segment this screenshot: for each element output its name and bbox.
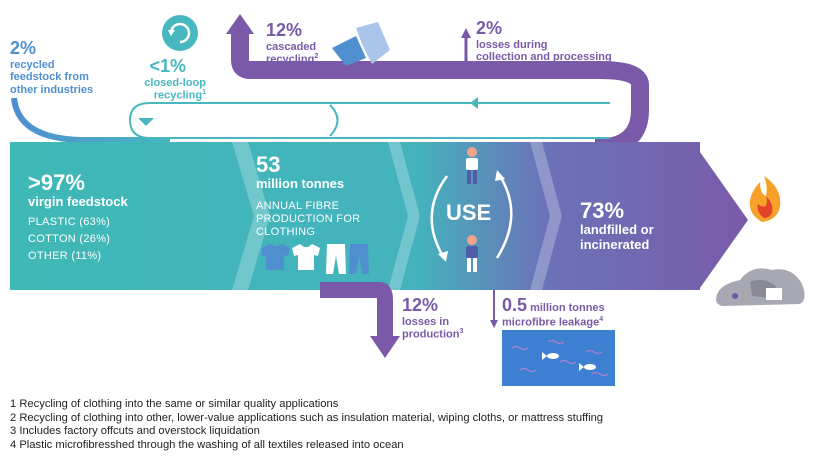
virgin-feedstock-block: >97% virgin feedstock PLASTIC (63%) COTT… [28,170,128,262]
footnotes: 1 Recycling of clothing into the same or… [10,398,603,452]
production-unit: million tonnes [256,177,360,192]
footnote: 4 Plastic microfibresshed through the wa… [10,439,603,453]
production-losses-value: 12% [402,295,463,316]
production-loss-arrow [320,290,385,338]
closed-loop-value: <1% [134,56,186,77]
closed-loop-outline [130,103,610,138]
closed-loop-label: <1% closed-loop recycling1 [134,56,196,103]
production-block: 53 million tonnes ANNUAL FIBRE PRODUCTIO… [256,152,360,238]
production-losses-label: 12% losses in production3 [402,295,463,342]
virgin-item: COTTON (26%) [28,233,128,246]
cascaded-arrowhead [226,14,254,34]
use-label: USE [446,200,491,225]
recycle-icon [162,15,198,51]
recycled-feedstock-value: 2% [10,38,93,59]
fire-icon [750,176,780,222]
virgin-item: PLASTIC (63%) [28,216,128,229]
cascaded-cloth-icon [332,22,390,66]
footnote: 2 Recycling of clothing into other, lowe… [10,412,603,426]
virgin-label: virgin feedstock [28,195,128,210]
virgin-value: >97% [28,170,128,195]
ocean-box [502,330,615,386]
collection-losses-label: 2% losses during collection and processi… [476,18,612,64]
production-value: 53 [256,152,360,177]
waste-pile-icon [716,268,805,306]
footnote: 3 Includes factory offcuts and overstock… [10,425,603,439]
microfibre-value: 0.5 [502,295,527,315]
collection-losses-value: 2% [476,18,612,39]
landfill-block: 73% landfilled or incinerated [580,198,654,253]
recycled-feedstock-label: 2% recycled feedstock from other industr… [10,38,93,97]
cascaded-label: 12% cascaded recycling2 [266,20,318,67]
cascaded-value: 12% [266,20,318,41]
microfibre-label: 0.5 million tonnes microfibre leakage4 [502,295,605,329]
virgin-item: OTHER (11%) [28,250,128,263]
landfill-value: 73% [580,198,654,223]
footnote: 1 Recycling of clothing into the same or… [10,398,603,412]
